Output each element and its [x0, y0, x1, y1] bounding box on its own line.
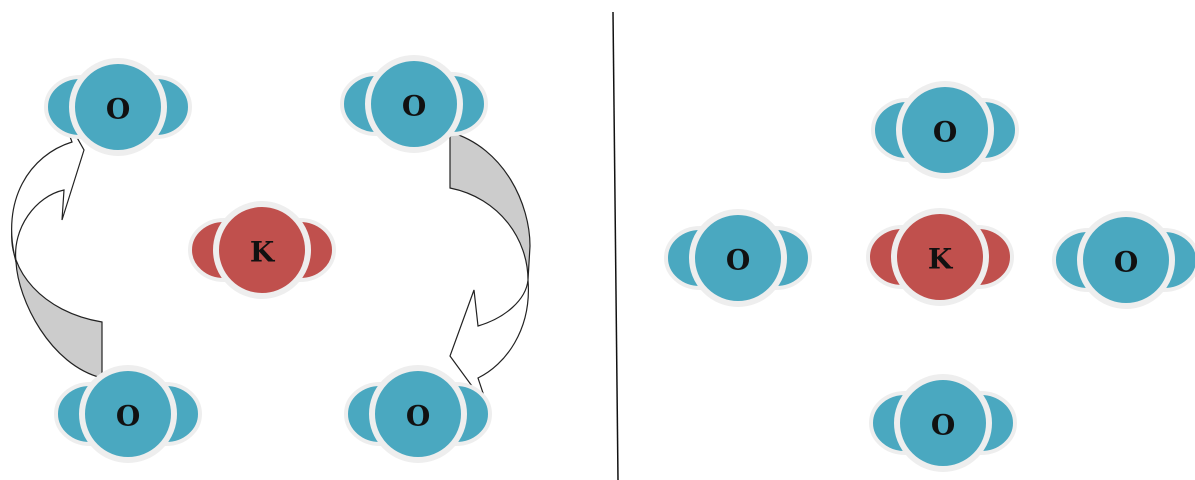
- oxygen-atom: O: [344, 365, 492, 463]
- left-arrow-shaded-face: [11, 229, 103, 379]
- oxygen-atom: O: [54, 365, 202, 463]
- potassium-atom: K: [188, 201, 336, 299]
- atom-label: O: [116, 400, 140, 433]
- potassium-atom: K: [866, 208, 1014, 306]
- atom-label: O: [1114, 246, 1138, 279]
- oxygen-atom: O: [664, 209, 812, 307]
- right-curved-arrow: [449, 131, 531, 409]
- oxygen-atom: O: [340, 55, 488, 153]
- atom-label: K: [928, 243, 954, 276]
- atom-label: O: [402, 90, 426, 123]
- oxygen-atom: O: [1052, 211, 1195, 309]
- right-arrow-shaded-face: [449, 131, 531, 281]
- oxygen-atom: O: [871, 81, 1019, 179]
- atom-label: O: [406, 400, 430, 433]
- divider-line: [612, 11, 619, 480]
- atom-label: O: [726, 244, 750, 277]
- oxygen-atom: O: [44, 58, 192, 156]
- atom-label: O: [106, 93, 130, 126]
- oxygen-atom: O: [869, 374, 1017, 472]
- atom-label: K: [250, 236, 276, 269]
- atom-label: O: [933, 116, 957, 149]
- atom-label: O: [931, 409, 955, 442]
